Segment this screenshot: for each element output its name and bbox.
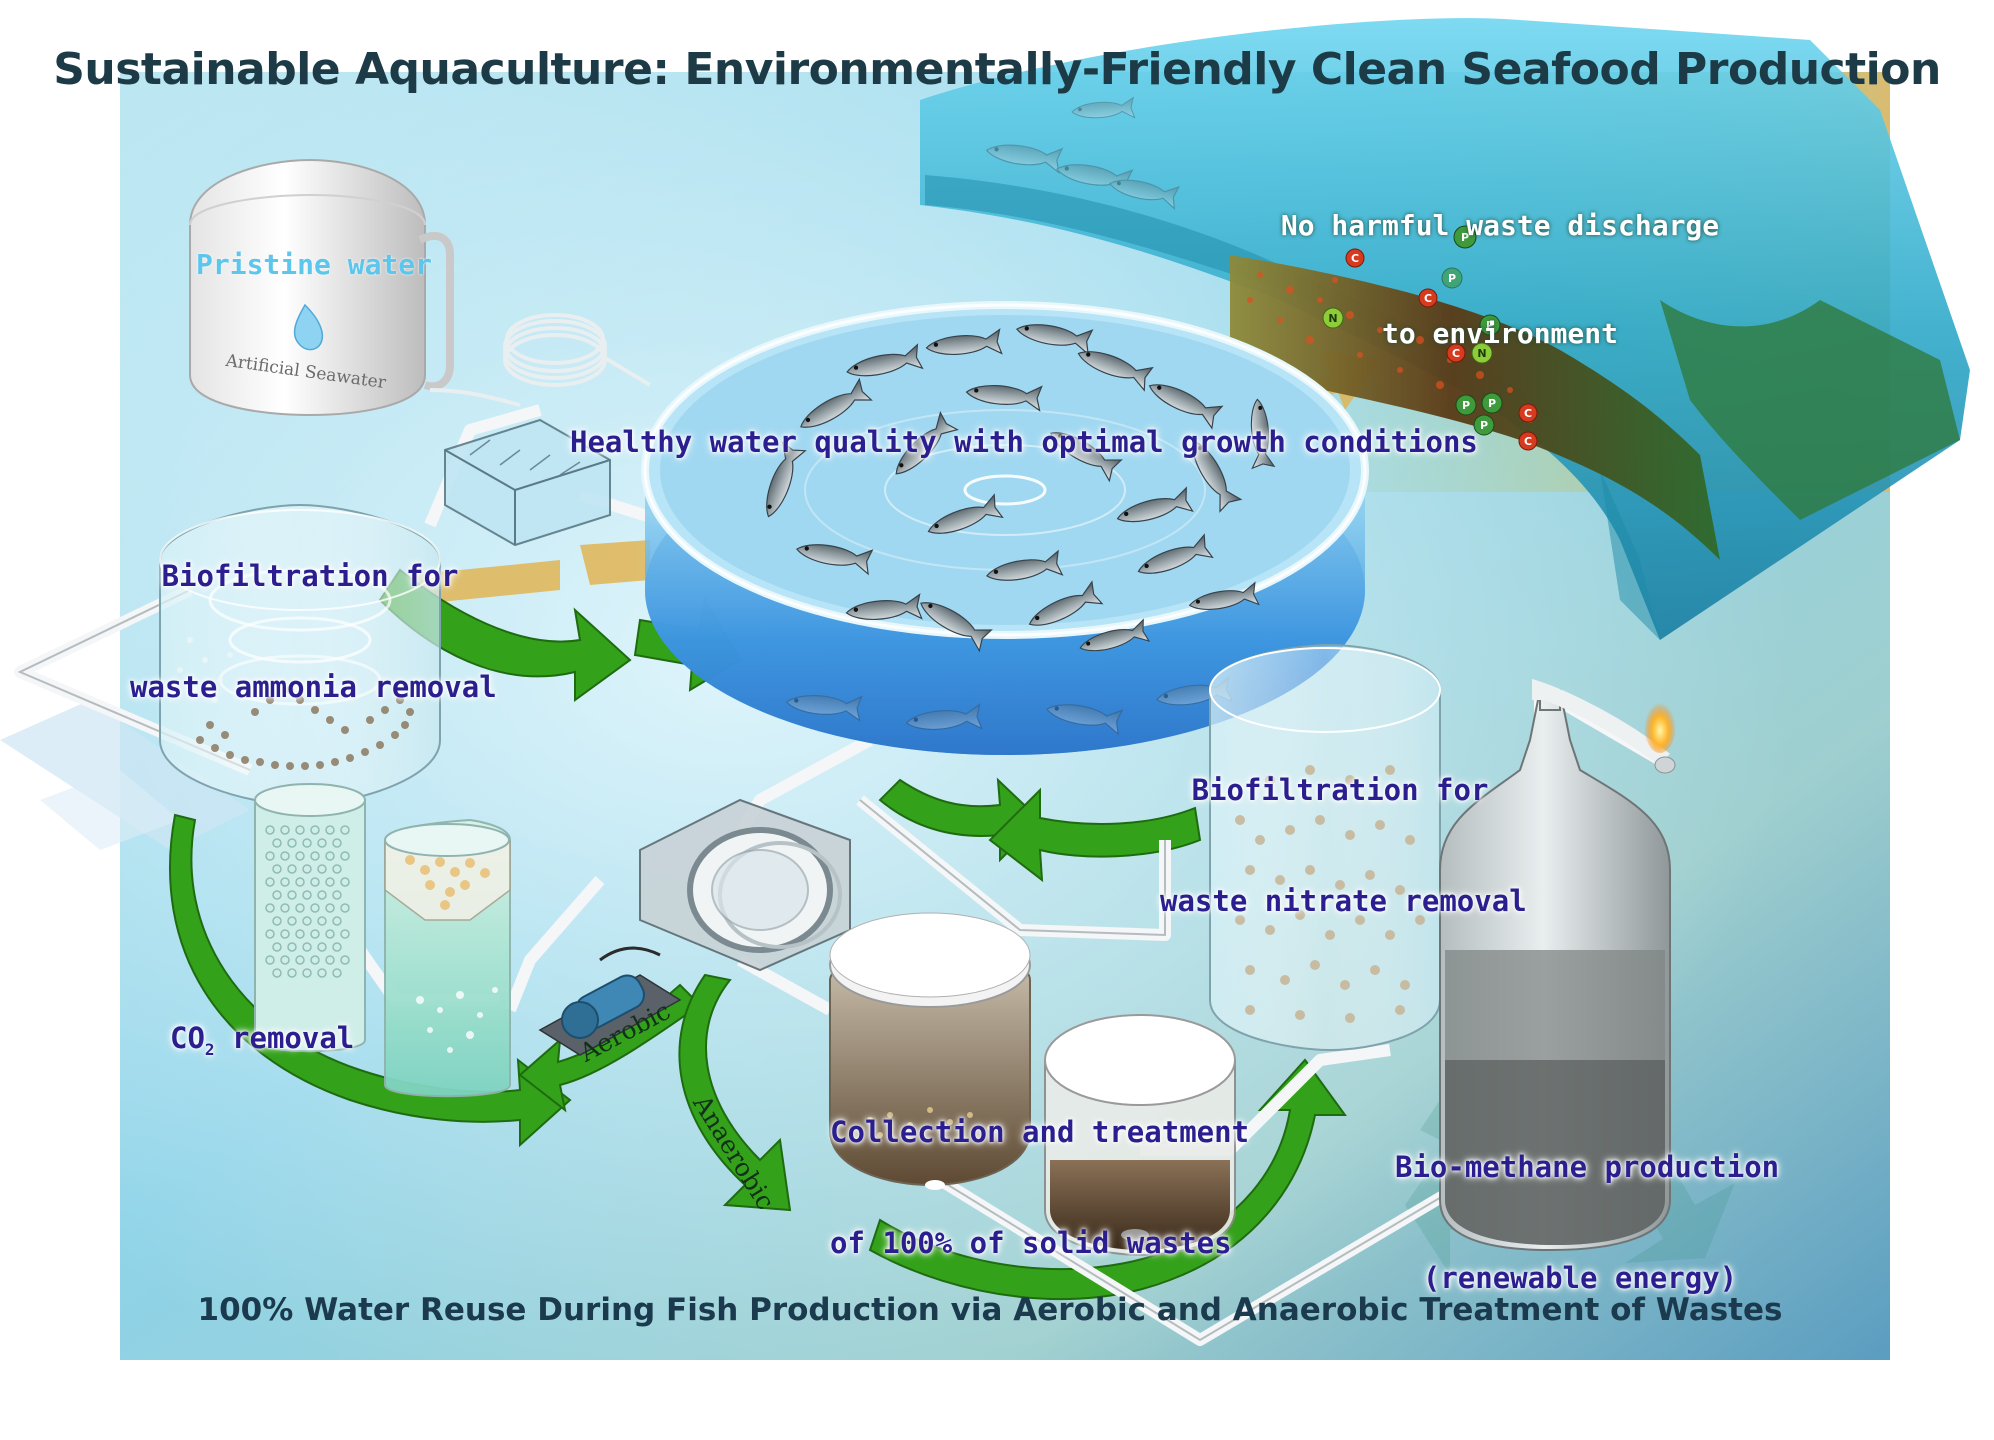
flame-icon: [1644, 697, 1676, 753]
header-box: [444, 418, 611, 547]
artificial-seawater-tank: [189, 158, 454, 417]
svg-text:P: P: [1486, 319, 1494, 332]
marker-p-5: P: [1481, 392, 1503, 414]
svg-text:C: C: [1452, 347, 1460, 360]
svg-text:N: N: [1477, 347, 1486, 360]
ammonia-biofilter-label: Biofiltration for waste ammonia removal: [130, 484, 497, 743]
marker-c-4: C: [1518, 403, 1538, 423]
marker-p-3: P: [1479, 314, 1501, 336]
nitrate-label-line-2: waste nitrate removal: [1160, 884, 1527, 918]
solids-label-line-1: Collection and treatment: [830, 1115, 1250, 1149]
solids-collection-tank: [829, 912, 1031, 1190]
svg-text:N: N: [1328, 312, 1337, 325]
biomethane-label-line-1: Bio-methane production: [1395, 1150, 1780, 1184]
ammonia-biofilter: [159, 503, 441, 807]
biomethane-label-line-2: (renewable energy): [1422, 1261, 1738, 1295]
marker-n-1: N: [1322, 307, 1344, 329]
biomethane-label: Bio-methane production (renewable energy…: [1395, 1075, 1780, 1334]
svg-text:C: C: [1351, 252, 1359, 265]
marker-c-1: C: [1345, 248, 1365, 268]
marker-p-2: P: [1441, 267, 1463, 289]
solids-label-line-2: of 100% of solid wastes: [830, 1226, 1232, 1260]
pristine-water-label: Pristine water: [196, 248, 433, 281]
circulation-pump: [538, 946, 682, 1056]
co2-label-suffix: removal: [214, 1021, 355, 1055]
svg-text:P: P: [1480, 419, 1488, 432]
diagram-title: Sustainable Aquaculture: Environmentally…: [53, 44, 1941, 95]
fish-tank: [641, 301, 1369, 755]
no-discharge-line-1: No harmful waste discharge: [1280, 209, 1720, 242]
nitrate-label-line-1: Biofiltration for: [1191, 773, 1489, 807]
water-drop-icon: [293, 303, 324, 351]
co2-stripper: [254, 783, 366, 1053]
coiled-hose: [429, 313, 652, 407]
marker-c-3: C: [1446, 343, 1466, 363]
svg-text:P: P: [1488, 397, 1496, 410]
no-discharge-label: No harmful waste discharge to environmen…: [1240, 136, 1760, 388]
marker-p-4: P: [1455, 394, 1477, 416]
sludge-tank: [1044, 1014, 1236, 1257]
marker-c-2: C: [1418, 288, 1438, 308]
marker-c-5: C: [1518, 431, 1538, 451]
ammonia-label-line-2: waste ammonia removal: [130, 670, 497, 704]
no-discharge-line-2: to environment: [1381, 317, 1618, 350]
oxygen-cone-column: [384, 818, 511, 1098]
svg-text:P: P: [1462, 399, 1470, 412]
marker-n-2: N: [1471, 342, 1493, 364]
nitrate-biofilter-label: Biofiltration for waste nitrate removal: [1160, 698, 1527, 957]
svg-text:P: P: [1461, 231, 1469, 244]
diagram-footer: 100% Water Reuse During Fish Production …: [197, 1292, 1783, 1328]
methane-digester: [1439, 678, 1676, 1252]
ammonia-label-line-1: Biofiltration for: [161, 559, 459, 593]
nitrate-biofilter: [1209, 643, 1441, 1052]
marker-p-6: P: [1473, 414, 1495, 436]
co2-label-subscript: 2: [204, 1039, 215, 1059]
healthy-water-label: Healthy water quality with optimal growt…: [570, 425, 1478, 459]
co2-removal-label: CO2 removal: [170, 1020, 354, 1068]
solids-treatment-label: Collection and treatment of 100% of soli…: [830, 1040, 1250, 1299]
nutrient-markers: C C C C C N N P P P P P P: [1322, 225, 1538, 451]
svg-text:C: C: [1524, 407, 1532, 420]
svg-text:C: C: [1524, 435, 1532, 448]
marker-p-1: P: [1453, 225, 1477, 249]
svg-text:P: P: [1448, 272, 1456, 285]
svg-text:C: C: [1424, 292, 1432, 305]
co2-label-prefix: CO: [170, 1021, 205, 1055]
